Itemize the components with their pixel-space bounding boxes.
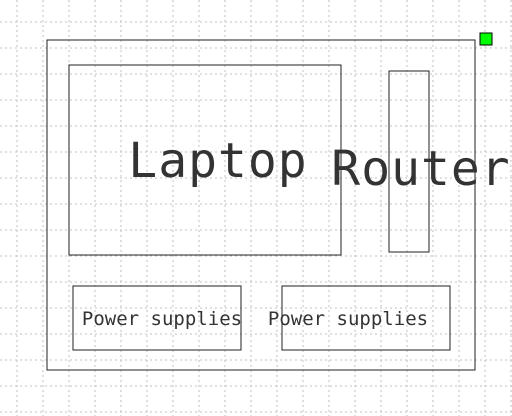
enclosure-box[interactable] [46,39,476,371]
laptop-box[interactable] [68,64,342,256]
power-supply-box-left[interactable] [72,285,242,351]
power-supply-label-left: Power supplies [82,308,242,330]
selection-handle[interactable] [479,32,493,46]
router-label: Router [331,141,510,197]
power-supply-label-right: Power supplies [268,308,428,330]
router-box[interactable] [388,70,430,253]
laptop-label: Laptop [128,133,307,189]
power-supply-box-right[interactable] [281,285,451,351]
